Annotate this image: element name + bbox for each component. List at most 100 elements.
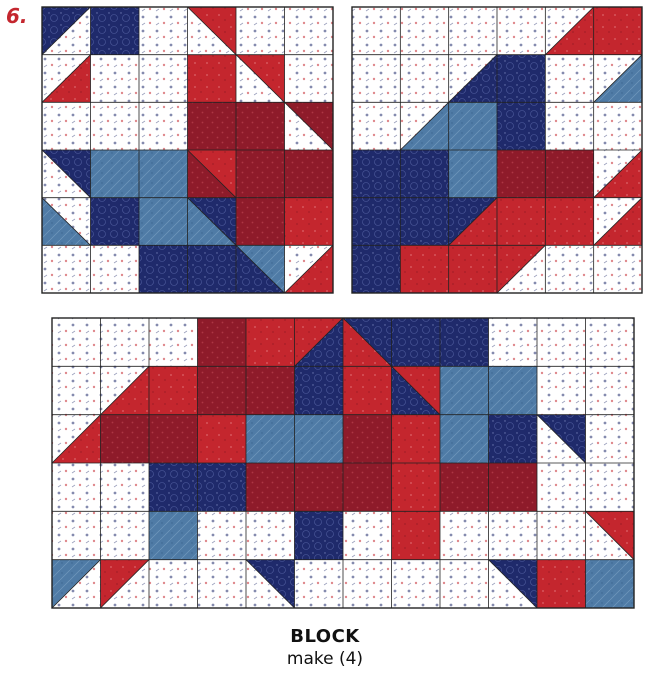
square-patch xyxy=(489,511,538,559)
square-patch xyxy=(52,366,101,414)
square-patch xyxy=(497,102,545,150)
square-patch xyxy=(246,366,295,414)
square-patch xyxy=(236,198,285,246)
block-title: BLOCK xyxy=(0,626,650,647)
square-patch xyxy=(139,55,188,103)
square-patch xyxy=(352,55,400,103)
square-patch xyxy=(343,560,392,608)
square-patch xyxy=(440,366,489,414)
square-patch xyxy=(537,366,586,414)
square-patch xyxy=(295,560,344,608)
square-patch xyxy=(52,463,101,511)
square-patch xyxy=(392,318,441,366)
square-patch xyxy=(545,245,593,293)
square-patch xyxy=(101,415,150,463)
square-patch xyxy=(101,511,150,559)
square-patch xyxy=(285,7,334,55)
square-patch xyxy=(139,150,188,198)
square-patch xyxy=(449,150,497,198)
square-patch xyxy=(352,150,400,198)
square-patch xyxy=(392,463,441,511)
square-patch xyxy=(392,415,441,463)
square-patch xyxy=(343,366,392,414)
square-patch xyxy=(236,7,285,55)
square-patch xyxy=(545,102,593,150)
square-patch xyxy=(52,511,101,559)
square-patch xyxy=(285,150,334,198)
square-patch xyxy=(537,560,586,608)
square-patch xyxy=(392,560,441,608)
square-patch xyxy=(188,102,237,150)
square-patch xyxy=(392,511,441,559)
square-patch xyxy=(139,198,188,246)
square-patch xyxy=(149,560,198,608)
square-patch xyxy=(594,102,642,150)
square-patch xyxy=(139,102,188,150)
square-patch xyxy=(497,7,545,55)
square-patch xyxy=(400,7,448,55)
square-patch xyxy=(198,463,247,511)
square-patch xyxy=(586,415,635,463)
square-patch xyxy=(101,318,150,366)
square-patch xyxy=(236,102,285,150)
square-patch xyxy=(537,511,586,559)
quilt-diagram xyxy=(0,0,650,620)
square-patch xyxy=(101,463,150,511)
square-patch xyxy=(198,511,247,559)
square-patch xyxy=(149,511,198,559)
square-patch xyxy=(352,7,400,55)
square-patch xyxy=(489,415,538,463)
square-patch xyxy=(198,318,247,366)
square-patch xyxy=(545,55,593,103)
square-patch xyxy=(352,102,400,150)
square-patch xyxy=(537,463,586,511)
square-patch xyxy=(198,415,247,463)
square-patch xyxy=(545,150,593,198)
square-patch xyxy=(246,318,295,366)
square-patch xyxy=(295,415,344,463)
square-patch xyxy=(295,463,344,511)
square-patch xyxy=(449,7,497,55)
quilt-unit-top-left xyxy=(42,7,333,293)
square-patch xyxy=(295,511,344,559)
square-patch xyxy=(449,245,497,293)
square-patch xyxy=(198,366,247,414)
square-patch xyxy=(91,150,140,198)
square-patch xyxy=(91,7,140,55)
square-patch xyxy=(343,511,392,559)
block-quantity: make (4) xyxy=(0,649,650,669)
square-patch xyxy=(188,55,237,103)
square-patch xyxy=(139,7,188,55)
square-patch xyxy=(285,198,334,246)
quilt-unit-bottom xyxy=(52,318,634,608)
square-patch xyxy=(352,245,400,293)
square-patch xyxy=(42,102,91,150)
square-patch xyxy=(489,318,538,366)
square-patch xyxy=(497,198,545,246)
square-patch xyxy=(42,245,91,293)
square-patch xyxy=(537,318,586,366)
square-patch xyxy=(440,318,489,366)
square-patch xyxy=(246,463,295,511)
square-patch xyxy=(586,366,635,414)
square-patch xyxy=(149,366,198,414)
square-patch xyxy=(91,245,140,293)
square-patch xyxy=(91,198,140,246)
square-patch xyxy=(545,198,593,246)
square-patch xyxy=(188,245,237,293)
square-patch xyxy=(489,366,538,414)
square-patch xyxy=(139,245,188,293)
square-patch xyxy=(400,245,448,293)
square-patch xyxy=(91,55,140,103)
quilt-unit-top-right xyxy=(352,7,642,293)
square-patch xyxy=(586,318,635,366)
square-patch xyxy=(400,198,448,246)
square-patch xyxy=(440,415,489,463)
square-patch xyxy=(352,198,400,246)
square-patch xyxy=(586,560,635,608)
square-patch xyxy=(449,102,497,150)
square-patch xyxy=(594,245,642,293)
caption: BLOCK make (4) xyxy=(0,626,650,669)
square-patch xyxy=(440,511,489,559)
square-patch xyxy=(489,463,538,511)
